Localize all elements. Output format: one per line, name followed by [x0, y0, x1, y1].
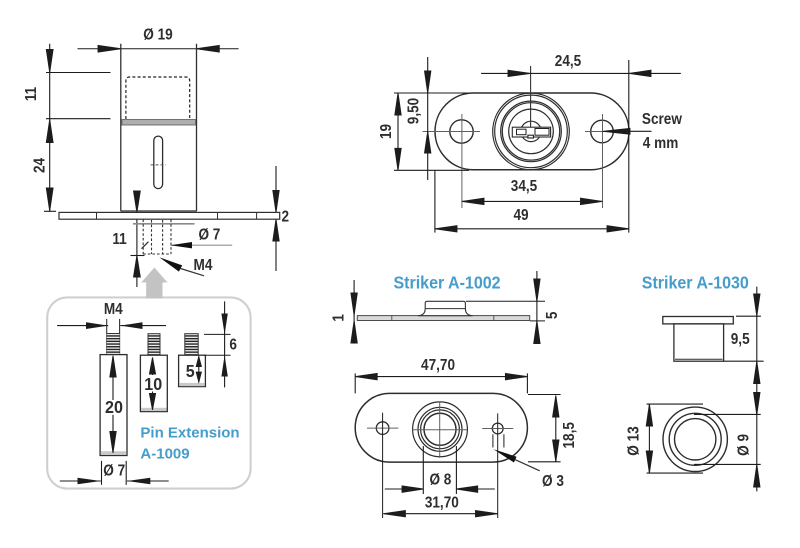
- svg-text:Ø 9: Ø 9: [736, 434, 753, 456]
- svg-text:Pin Extension: Pin Extension: [140, 425, 239, 442]
- svg-text:19: 19: [378, 124, 395, 139]
- svg-text:Ø 8: Ø 8: [429, 471, 451, 488]
- svg-text:Ø 3: Ø 3: [542, 473, 564, 490]
- svg-text:M4: M4: [194, 257, 214, 274]
- svg-text:4 mm: 4 mm: [643, 135, 678, 152]
- svg-text:10: 10: [144, 374, 162, 394]
- svg-text:M4: M4: [104, 301, 124, 318]
- svg-text:2: 2: [282, 209, 290, 226]
- svg-text:18,5: 18,5: [561, 422, 578, 448]
- svg-text:1: 1: [331, 314, 348, 322]
- svg-text:24: 24: [32, 157, 49, 173]
- svg-text:9,50: 9,50: [406, 98, 423, 124]
- svg-text:49: 49: [513, 207, 528, 224]
- svg-text:Screw: Screw: [642, 111, 682, 128]
- svg-text:Ø 7: Ø 7: [103, 462, 125, 479]
- svg-text:24,5: 24,5: [555, 53, 581, 70]
- svg-text:Ø 13: Ø 13: [626, 426, 643, 455]
- svg-text:20: 20: [105, 398, 123, 418]
- svg-text:Striker A-1030: Striker A-1030: [642, 273, 749, 293]
- svg-text:5: 5: [544, 312, 561, 320]
- svg-text:A-1009: A-1009: [140, 445, 189, 462]
- svg-text:34,5: 34,5: [511, 178, 537, 195]
- svg-text:11: 11: [23, 87, 40, 101]
- svg-text:11: 11: [112, 231, 126, 248]
- svg-text:47,70: 47,70: [421, 357, 455, 374]
- svg-text:31,70: 31,70: [425, 495, 459, 512]
- svg-text:Striker A-1002: Striker A-1002: [393, 273, 500, 293]
- svg-text:Ø 19: Ø 19: [143, 27, 172, 44]
- svg-text:Ø 7: Ø 7: [198, 227, 220, 244]
- svg-text:6: 6: [229, 337, 237, 354]
- svg-text:9,5: 9,5: [731, 331, 750, 348]
- svg-text:5: 5: [186, 361, 195, 381]
